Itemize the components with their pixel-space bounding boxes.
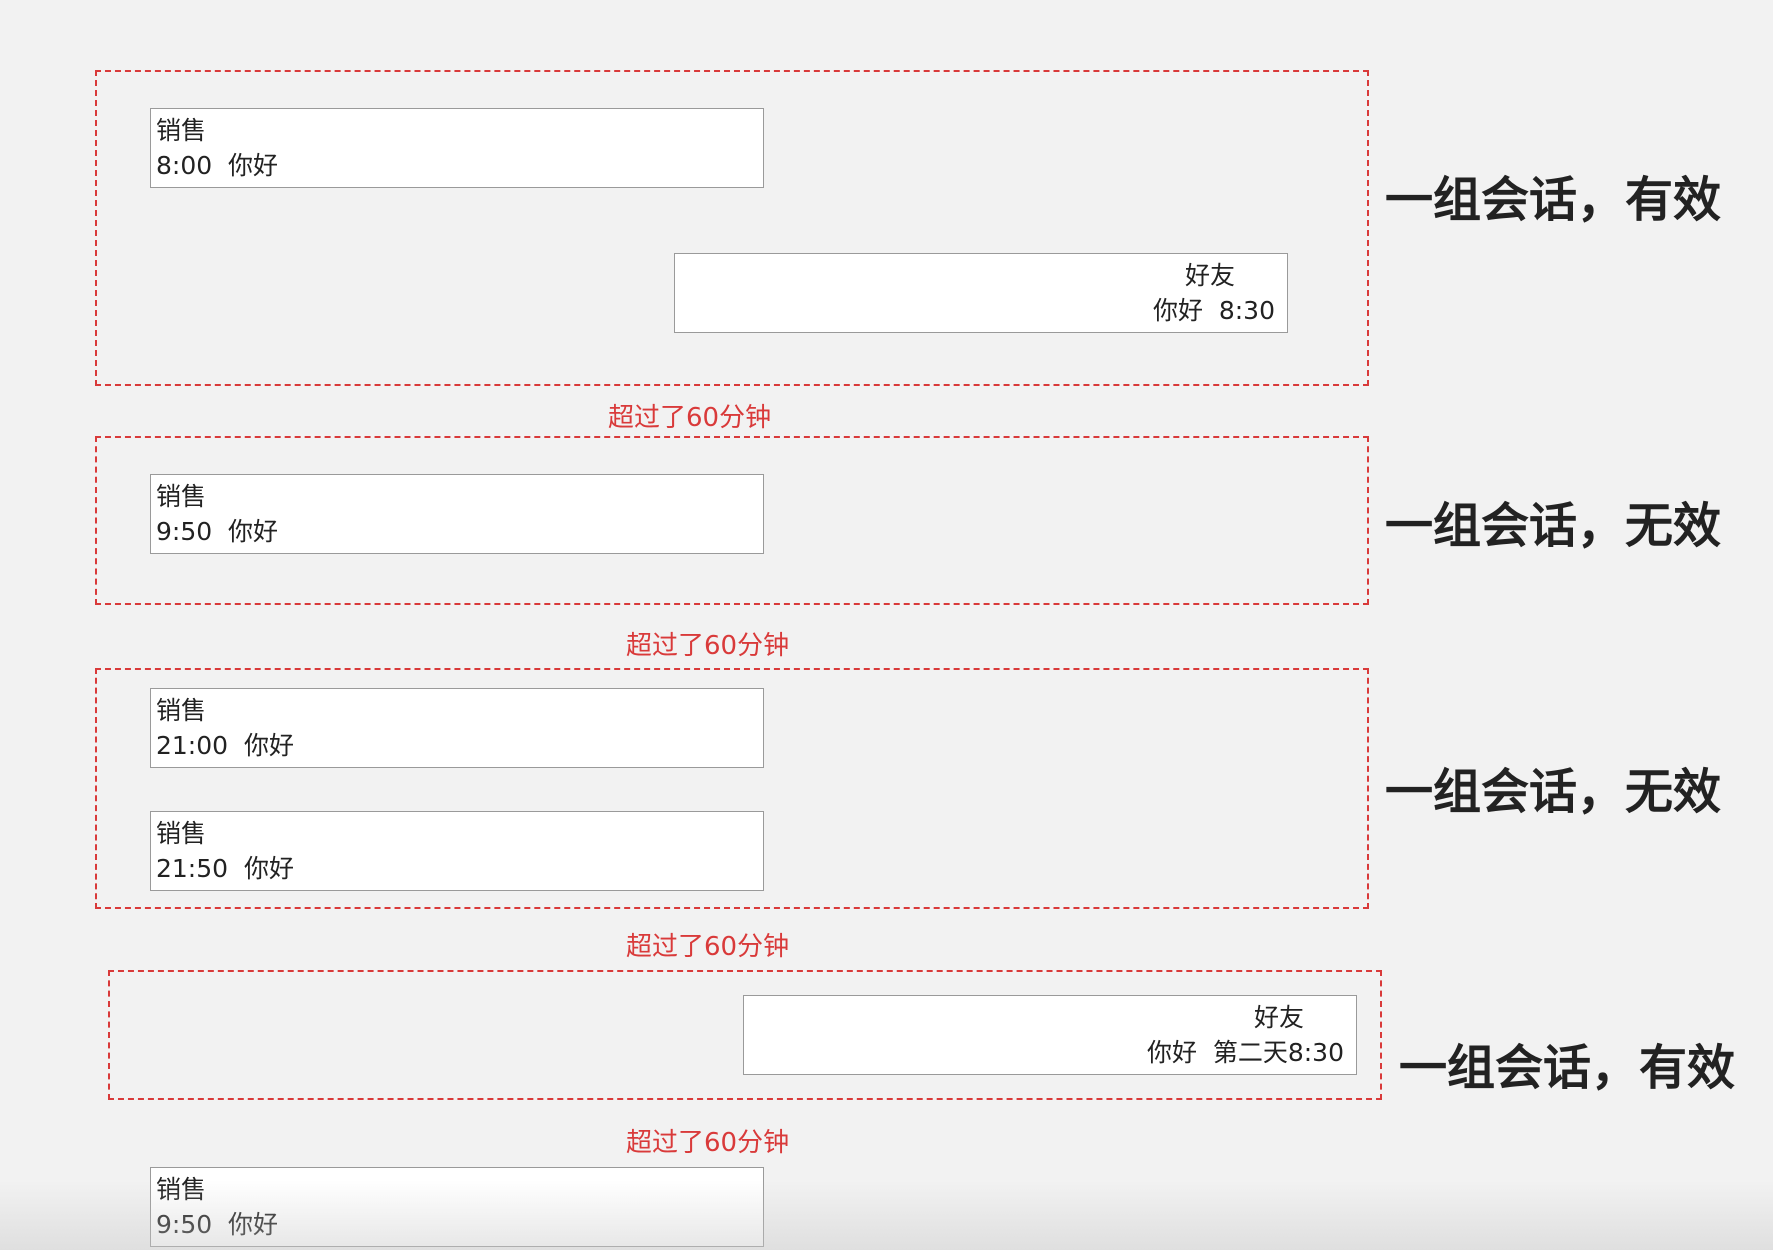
gap-label: 超过了60分钟	[626, 631, 790, 661]
message-content: 你好 8:30	[1152, 296, 1275, 325]
gap-label: 超过了60分钟	[626, 1128, 790, 1158]
friend-message: 好友 你好 8:30	[674, 253, 1288, 333]
gap-label: 超过了60分钟	[626, 932, 790, 962]
message-sender: 销售	[156, 696, 207, 725]
message-content: 9:50 你好	[156, 1210, 279, 1239]
message-content: 8:00 你好	[156, 151, 279, 180]
message-sender: 销售	[156, 1175, 207, 1204]
message-sender: 销售	[156, 116, 207, 145]
session-group-2	[95, 436, 1369, 605]
sales-message: 销售 9:50 你好	[150, 474, 764, 554]
message-content: 21:00 你好	[156, 731, 294, 760]
friend-message: 好友 你好 第二天8:30	[743, 995, 1357, 1075]
sales-message: 销售 8:00 你好	[150, 108, 764, 188]
group-label: 一组会话，无效	[1385, 764, 1722, 820]
message-sender: 好友	[1253, 1003, 1304, 1032]
message-sender: 好友	[1184, 261, 1235, 290]
gap-label: 超过了60分钟	[608, 403, 772, 433]
session-group-4	[108, 970, 1382, 1100]
message-sender: 销售	[156, 482, 207, 511]
message-content: 你好 第二天8:30	[1146, 1038, 1344, 1067]
message-content: 9:50 你好	[156, 517, 279, 546]
message-content: 21:50 你好	[156, 854, 294, 883]
group-label: 一组会话，有效	[1385, 172, 1722, 228]
session-group-3	[95, 668, 1369, 909]
session-group-1	[95, 70, 1369, 386]
group-label: 一组会话，有效	[1399, 1040, 1736, 1096]
sales-message: 销售 9:50 你好	[150, 1167, 764, 1247]
sales-message: 销售 21:00 你好	[150, 688, 764, 768]
message-sender: 销售	[156, 819, 207, 848]
group-label: 一组会话，无效	[1385, 498, 1722, 554]
sales-message: 销售 21:50 你好	[150, 811, 764, 891]
